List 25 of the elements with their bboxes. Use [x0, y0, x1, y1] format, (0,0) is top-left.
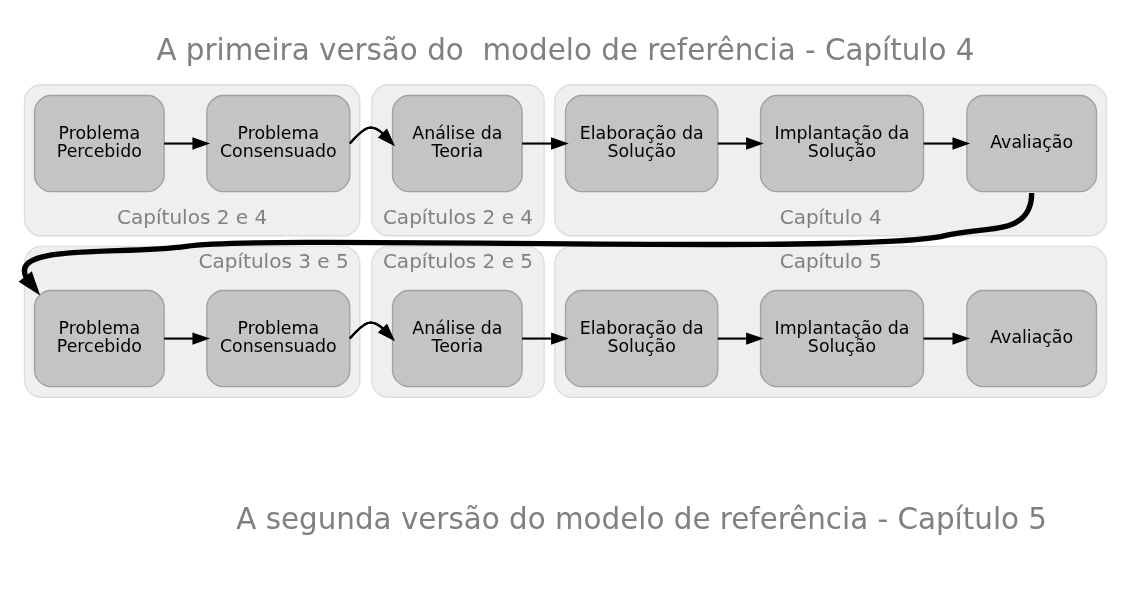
- node-box: Problema Percebido: [33, 289, 165, 388]
- node-box: Elaboração da Solução: [564, 289, 719, 388]
- diagram-title: A primeira versão do modelo de referência - Capítulo 4: [156, 33, 975, 68]
- node-box: Avaliação: [966, 289, 1098, 388]
- node-box: Avaliação: [966, 94, 1098, 193]
- arrow: [348, 126, 395, 146]
- node-box: Problema Consensuado: [206, 94, 351, 193]
- node-box: Problema Percebido: [33, 94, 165, 193]
- arrow: [522, 137, 569, 150]
- arrow: [164, 332, 211, 345]
- arrow: [923, 137, 971, 150]
- arrow: [18, 192, 1035, 296]
- node-box: Análise da Teoria: [391, 289, 523, 388]
- node-box: Análise da Teoria: [391, 94, 523, 193]
- node-box: Implantação da Solução: [759, 94, 925, 193]
- arrow: [348, 321, 395, 341]
- arrow: [923, 332, 971, 345]
- node-box: Elaboração da Solução: [564, 94, 719, 193]
- caption: A segunda versão do modelo de referência - Capítulo 5: [236, 502, 1048, 537]
- node-box: Problema Consensuado: [206, 289, 351, 388]
- arrow: [164, 137, 211, 150]
- node-box: Implantação da Solução: [759, 289, 925, 388]
- arrow: [717, 137, 764, 150]
- arrow: [717, 332, 764, 345]
- arrow: [522, 332, 569, 345]
